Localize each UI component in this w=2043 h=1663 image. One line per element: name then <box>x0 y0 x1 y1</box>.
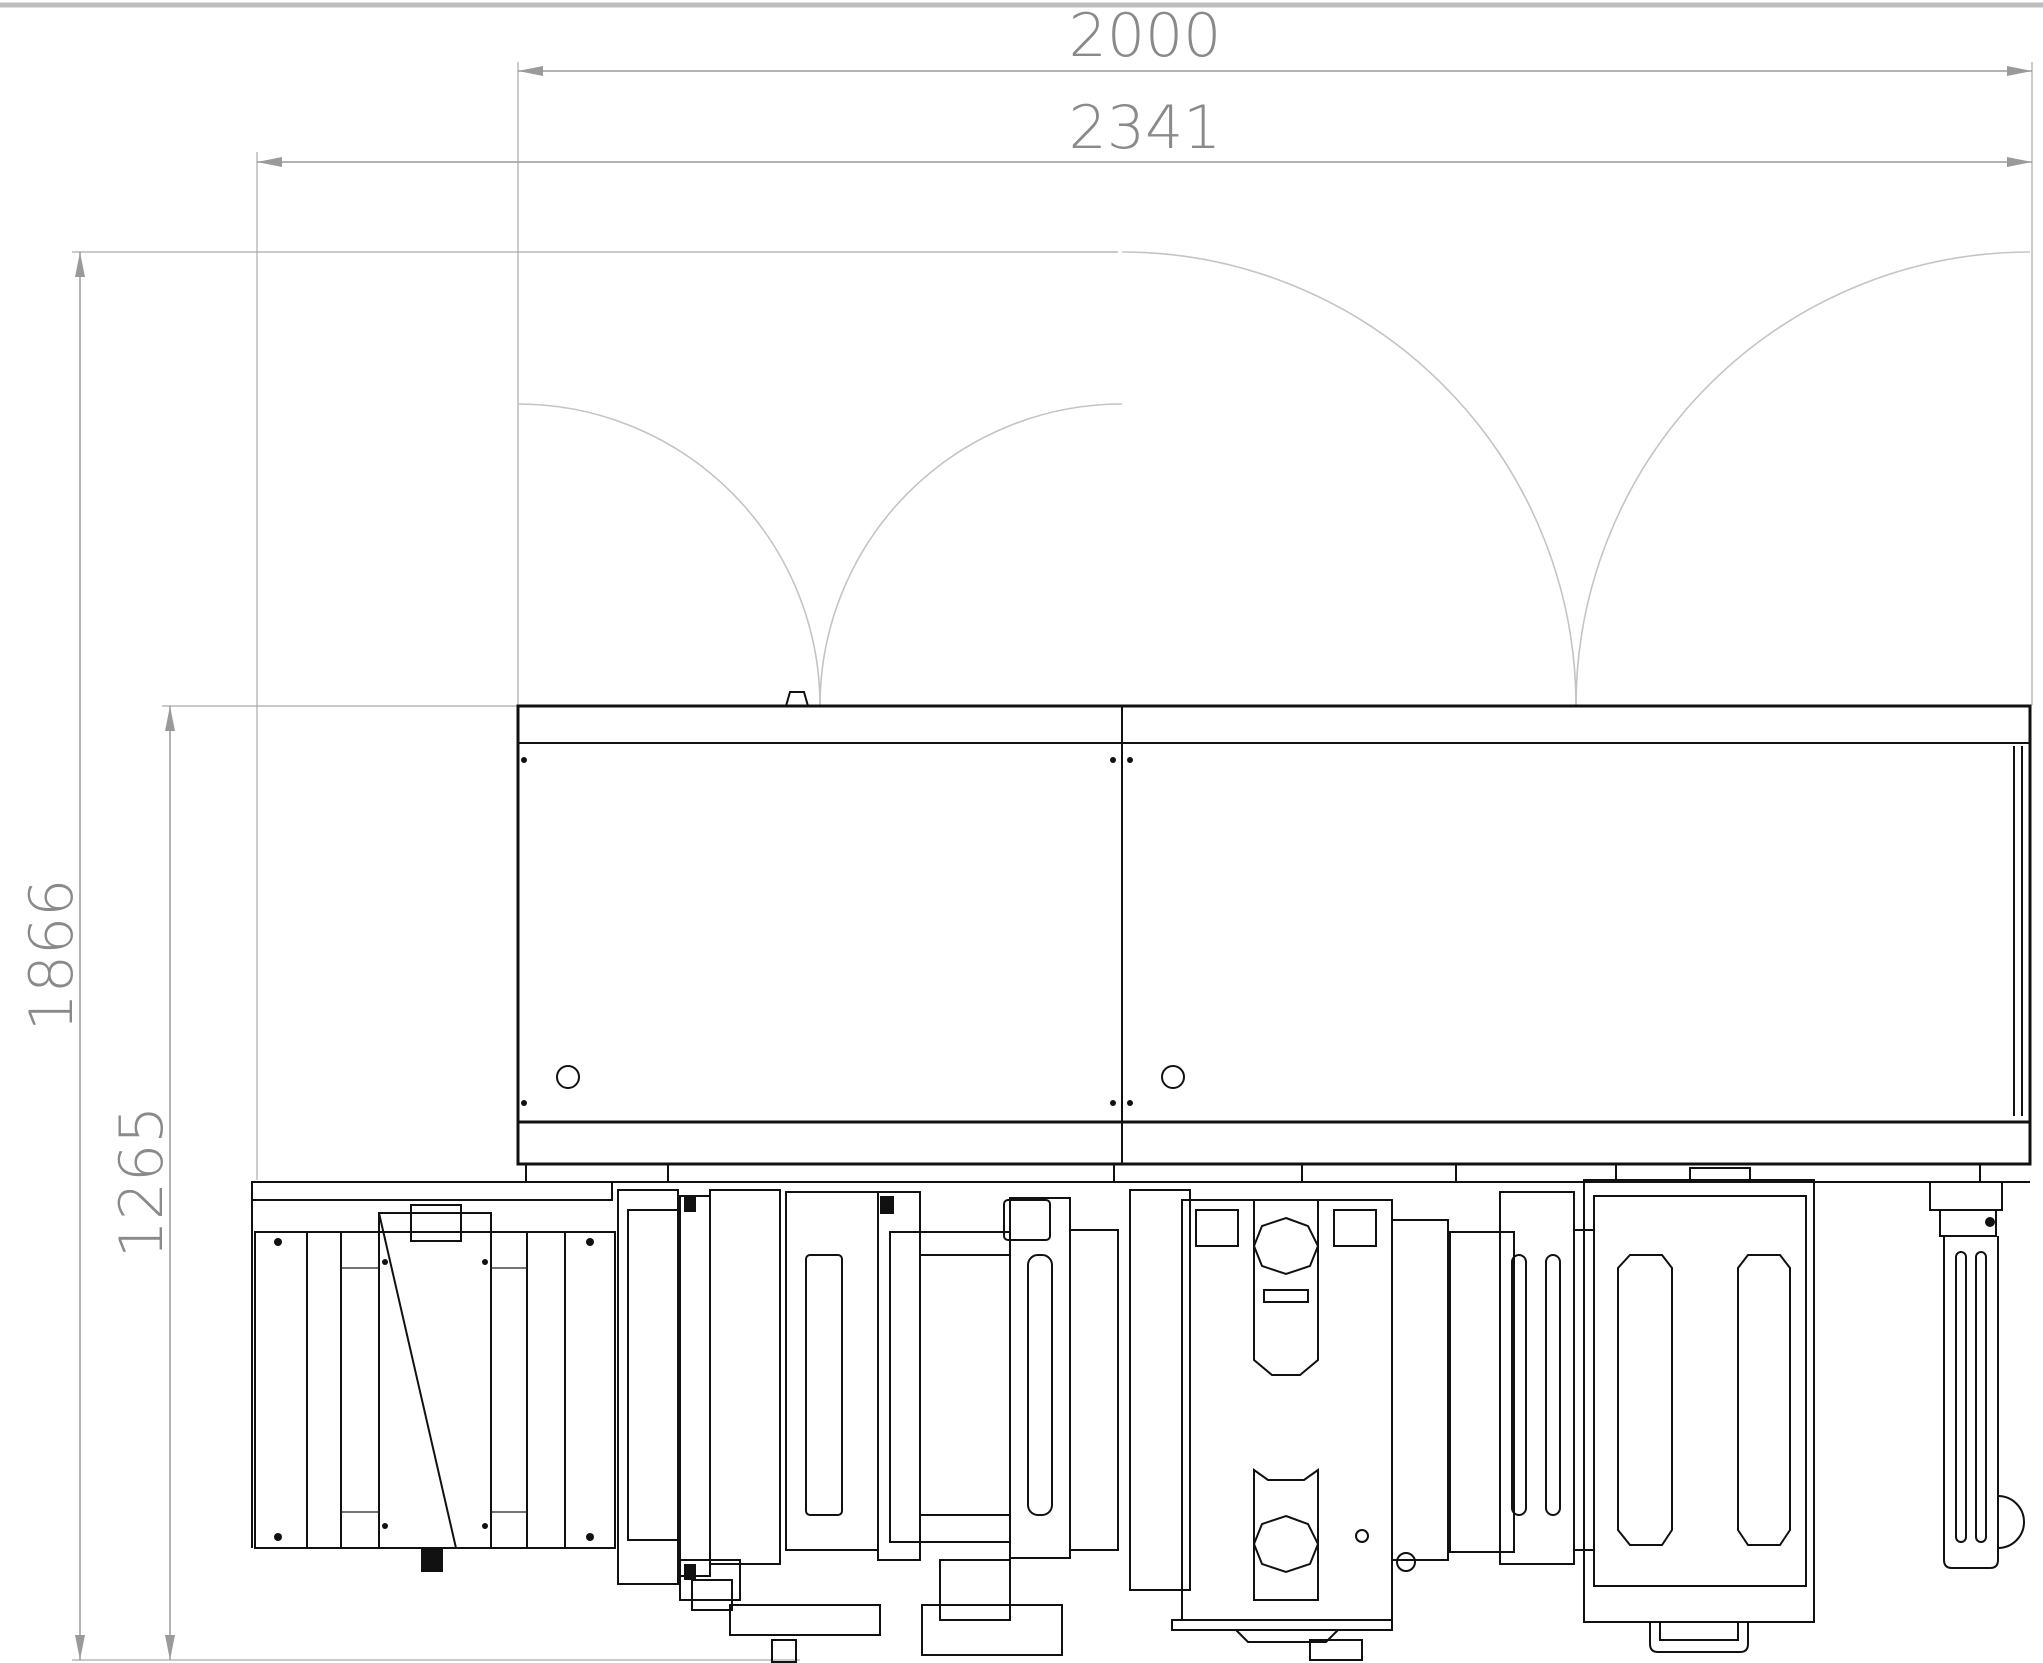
dimension-width-2000: 2000 <box>517 1 2033 705</box>
machine-outline <box>516 691 2032 1166</box>
module-3 <box>877 1191 1119 1656</box>
dimension-width-2341: 2341 <box>256 93 2032 1180</box>
support-posts <box>525 1164 1981 1182</box>
dimension-label-1265: 1265 <box>107 1106 177 1259</box>
dimension-depth-1866: 1866 <box>17 251 1118 1661</box>
dimension-label-1866: 1866 <box>17 879 87 1032</box>
mechanism-assembly <box>251 1164 2030 1663</box>
central-module <box>1129 1189 1449 1661</box>
dimension-label-2341: 2341 <box>1069 93 1222 163</box>
dimension-depth-1265: 1265 <box>107 705 518 1660</box>
door-swing-arcs <box>517 251 2031 707</box>
module-2 <box>617 1189 881 1663</box>
dimension-label-2000: 2000 <box>1069 1 1222 71</box>
left-roller-unit <box>254 1204 616 1572</box>
right-support-leg <box>1929 1181 2025 1569</box>
right-module <box>1449 1167 1815 1653</box>
